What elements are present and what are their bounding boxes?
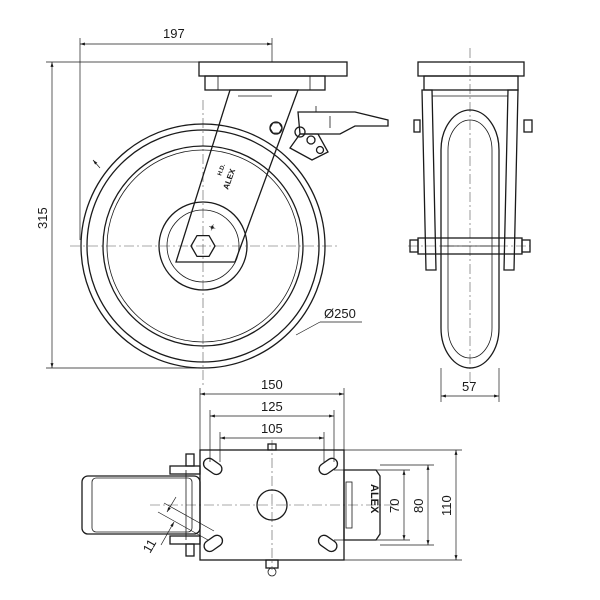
wheel-diameter-label: Ø250: [324, 306, 356, 321]
brand-mark: ALEX: [368, 484, 380, 514]
brake-assembly: [289, 106, 389, 161]
plate-width-label: 110: [439, 495, 454, 516]
side-view: ALEX H.D. ✦ Ø250 197 315: [35, 26, 389, 385]
hole-spacing-outer-label: 125: [261, 399, 283, 414]
hole-spacing-wide-label: 80: [411, 499, 426, 513]
plate-offset-label: 197: [163, 26, 185, 41]
height-label: 315: [35, 207, 50, 229]
hole-spacing-inner-label: 105: [261, 421, 283, 436]
front-view: 57: [408, 48, 533, 402]
svg-text:✦: ✦: [206, 222, 218, 233]
hole-spacing-narrow-label: 70: [387, 499, 402, 513]
slot-width-label: 11: [140, 536, 160, 555]
top-view: ALEX 150 125 105 70 80 110: [81, 377, 462, 577]
plate-length-label: 150: [261, 377, 283, 392]
svg-text:H.D.: H.D.: [217, 163, 227, 177]
wheel-width-label: 57: [462, 379, 476, 394]
